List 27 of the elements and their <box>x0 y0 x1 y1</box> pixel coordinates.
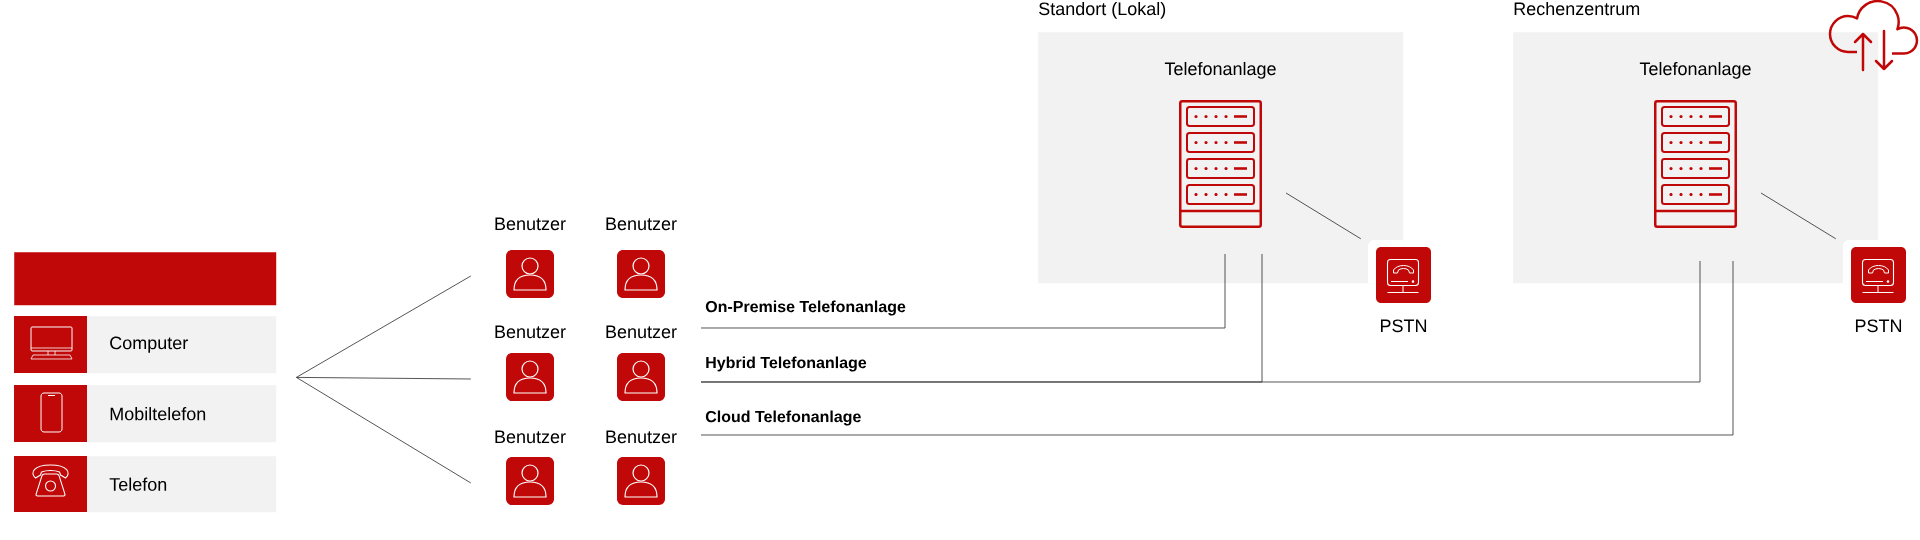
node-label: PSTN <box>1855 319 1902 333</box>
connector-line <box>700 260 1734 436</box>
panel-heading: Standort (Lokal) <box>1039 1 1166 19</box>
edge-label: Hybrid Telefonanlage <box>706 356 867 372</box>
connector-line <box>296 377 472 380</box>
node-label: Benutzer <box>606 217 677 231</box>
connector-line <box>1760 192 1837 240</box>
connector-line <box>296 377 472 484</box>
header-bar <box>14 252 277 306</box>
node-label: Benutzer <box>495 217 566 231</box>
connector-line <box>700 253 1226 329</box>
edge-label: Cloud Telefonanlage <box>705 410 861 426</box>
node-label: Benutzer <box>495 325 566 339</box>
connector-line <box>296 275 472 378</box>
connector-line <box>700 260 1701 383</box>
node-label: Benutzer <box>495 430 566 444</box>
list-item: Computer <box>87 316 277 374</box>
list-item: Mobiltelefon <box>87 385 277 443</box>
node-label: Telefonanlage <box>1639 61 1751 79</box>
node-label: PSTN <box>1381 319 1427 333</box>
node-label: Benutzer <box>606 325 677 339</box>
node-label: Benutzer <box>606 430 677 444</box>
list-item: Telefon <box>87 456 277 513</box>
panel-heading: Rechenzentrum <box>1514 1 1640 16</box>
connector-line <box>1285 192 1362 240</box>
edge-label: On-Premise Telefonanlage <box>705 300 906 316</box>
node-label: Telefonanlage <box>1164 61 1276 79</box>
